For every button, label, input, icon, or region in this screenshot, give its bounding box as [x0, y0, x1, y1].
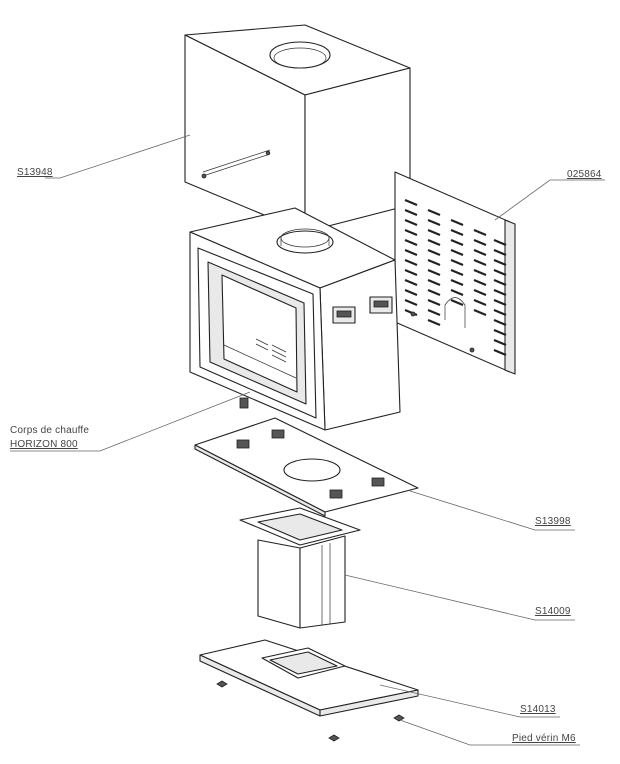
vent-slots — [404, 198, 507, 357]
vent-slot — [427, 218, 441, 227]
vent-slot — [450, 278, 464, 287]
label-body-line2: HORIZON 800 — [10, 439, 78, 450]
vent-slot — [427, 308, 441, 317]
vent-slot — [427, 318, 441, 327]
vent-slot — [404, 268, 418, 277]
label-025864: 025864 — [567, 169, 602, 180]
firebox-vents — [255, 338, 287, 363]
vent-slot — [450, 258, 464, 267]
vent-slot — [427, 238, 441, 247]
vent-slot — [473, 228, 487, 237]
vent-slot — [404, 258, 418, 267]
vent-slot — [450, 288, 464, 297]
vent-slot — [493, 278, 507, 287]
vent-slot — [427, 248, 441, 257]
vent-slot — [493, 288, 507, 297]
vent-slot — [473, 258, 487, 267]
vent-slot — [427, 258, 441, 267]
vent-slot — [427, 228, 441, 237]
vent-slot — [450, 228, 464, 237]
vent-slot — [473, 238, 487, 247]
label-s14009: S14009 — [535, 606, 571, 617]
vent-slot — [427, 298, 441, 307]
vent-slot — [473, 268, 487, 277]
vent-slot — [404, 278, 418, 287]
vent-slot — [493, 268, 507, 277]
label-s14013: S14013 — [520, 704, 556, 715]
vent-slot — [473, 248, 487, 257]
vent-slot — [450, 268, 464, 277]
label-body-line1: Corps de chauffe — [10, 425, 90, 436]
part-s14009-plinth — [239, 507, 361, 629]
vent-slot — [493, 348, 507, 357]
label-s13998: S13998 — [535, 516, 571, 527]
part-firebox-body — [189, 207, 401, 431]
vent-slot — [473, 308, 487, 317]
vent-slot — [473, 298, 487, 307]
vent-slot — [404, 198, 418, 207]
vent-slot — [450, 298, 464, 307]
vent-slot — [450, 248, 464, 257]
vent-slot — [493, 298, 507, 307]
vent-slot — [404, 208, 418, 217]
vent-slot — [493, 318, 507, 327]
vent-slot — [404, 298, 418, 307]
vent-slot — [473, 278, 487, 287]
part-s14013-floor-base — [199, 639, 419, 717]
label-s13948: S13948 — [17, 167, 53, 178]
vent-slot — [493, 308, 507, 317]
vent-slot — [493, 258, 507, 267]
vent-slot — [404, 288, 418, 297]
vent-slot — [427, 208, 441, 217]
vent-slot — [493, 248, 507, 257]
vent-slot — [404, 228, 418, 237]
vent-slot — [404, 238, 418, 247]
vent-slot — [427, 288, 441, 297]
vent-slot — [427, 268, 441, 277]
part-adjustable-feet — [216, 680, 405, 742]
vent-slot — [493, 338, 507, 347]
vent-slot — [493, 238, 507, 247]
label-foot: Pied vérin M6 — [512, 733, 576, 744]
vent-slot — [404, 248, 418, 257]
vent-slot — [473, 288, 487, 297]
vent-slot — [404, 218, 418, 227]
vent-slot — [450, 238, 464, 247]
part-s13948-hood — [184, 24, 411, 233]
leader-lines — [10, 134, 605, 746]
vent-slot — [493, 328, 507, 337]
part-s13998-base-plate — [194, 417, 419, 517]
vent-slot — [427, 278, 441, 287]
vent-slot — [450, 218, 464, 227]
part-025864-rear-panel — [394, 171, 516, 375]
